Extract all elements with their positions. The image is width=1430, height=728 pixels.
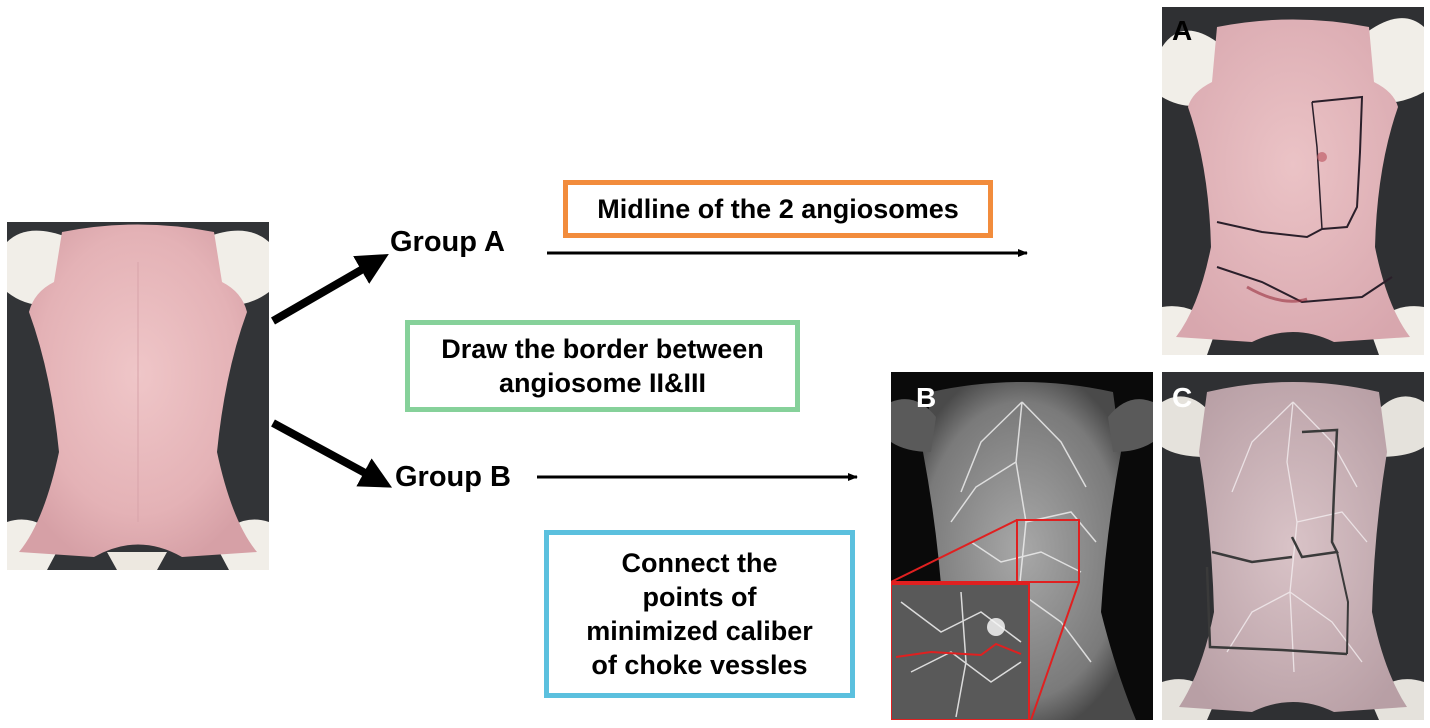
panel-b-letter: B — [916, 382, 937, 413]
panel-a-photo — [1162, 7, 1424, 355]
midline-box-text: Midline of the 2 angiosomes — [597, 193, 959, 224]
panel-a-letter: A — [1172, 15, 1193, 46]
border-box-text: Draw the border between angiosome II&III — [441, 334, 764, 398]
arrow-to-group-a — [270, 253, 389, 325]
connect-box: Connect the points of minimized caliber … — [544, 530, 855, 698]
group-b-label: Group B — [395, 461, 511, 493]
panel-b-photo — [891, 372, 1153, 720]
border-box: Draw the border between angiosome II&III — [405, 320, 800, 412]
panel-c-photo — [1162, 372, 1424, 720]
group-a-label: Group A — [390, 226, 505, 258]
panel-c-letter: C — [1172, 382, 1193, 413]
midline-box: Midline of the 2 angiosomes — [563, 180, 993, 238]
arrow-to-group-b — [271, 419, 393, 488]
photo-rat-shaved — [7, 222, 269, 570]
connect-box-text: Connect the points of minimized caliber … — [586, 548, 813, 680]
